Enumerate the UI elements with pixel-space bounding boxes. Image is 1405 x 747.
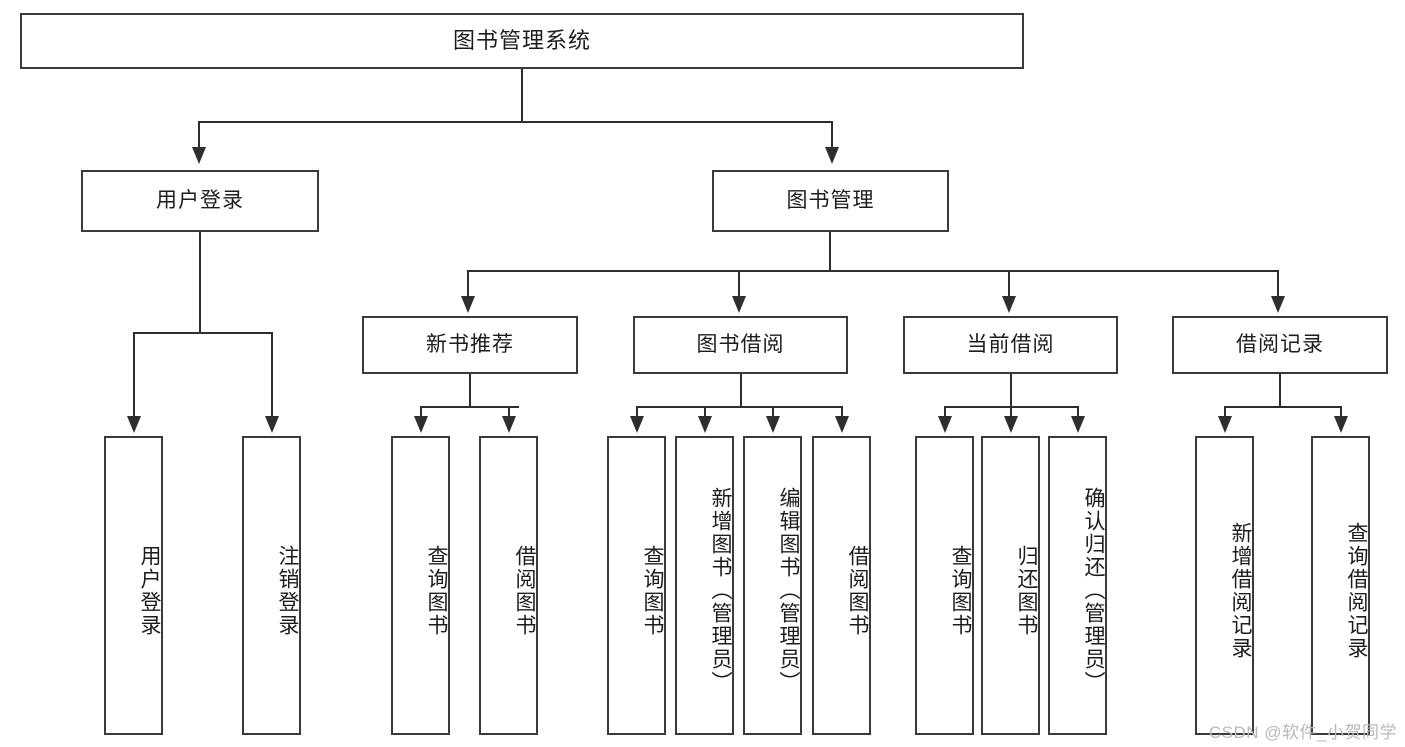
leaf-borrowrecord-query-record[interactable]: 查询借阅记录 — [1311, 436, 1370, 735]
connector-book-borrow-drop-2 — [704, 406, 706, 418]
connector-new-book-drop-1 — [420, 406, 422, 418]
connector-new-book-stem — [469, 374, 471, 407]
arrowhead-bookborrow-leaf-2 — [698, 416, 712, 433]
node-book-manage[interactable]: 图书管理 — [712, 170, 949, 232]
arrowhead-newbook-leaf-2 — [502, 416, 516, 433]
leaf-bookborrow-edit-book-admin[interactable]: 编辑图书（管理员） — [743, 436, 802, 735]
arrowhead-currentborrow-leaf-2 — [1004, 416, 1018, 433]
arrowhead-borrowrecord-leaf-1 — [1218, 416, 1232, 433]
leaf-logout[interactable]: 注销登录 — [242, 436, 301, 735]
connector-level1-drop-right — [831, 121, 833, 149]
arrowhead-currentborrow-leaf-1 — [938, 416, 952, 433]
arrowhead-to-leaf-user-login — [127, 416, 141, 433]
arrowhead-currentborrow-leaf-3 — [1071, 416, 1085, 433]
arrowhead-to-new-book-recommend — [461, 296, 475, 313]
connector-borrow-record-drop-1 — [1224, 406, 1226, 418]
leaf-currentborrow-query-book[interactable]: 查询图书 — [915, 436, 974, 735]
arrowhead-bookborrow-leaf-3 — [766, 416, 780, 433]
leaf-user-login[interactable]: 用户登录 — [104, 436, 163, 735]
leaf-bookborrow-add-book-admin[interactable]: 新增图书（管理员） — [675, 436, 734, 735]
arrowhead-bookborrow-leaf-4 — [835, 416, 849, 433]
arrowhead-to-book-borrow — [732, 296, 746, 313]
connector-book-borrow-drop-1 — [636, 406, 638, 418]
leaf-bookborrow-borrow-book[interactable]: 借阅图书 — [812, 436, 871, 735]
watermark-text: CSDN @软件_小贺同学 — [1208, 723, 1397, 742]
connector-book-manage-stem — [829, 232, 831, 271]
connector-user-login-drop-1 — [133, 332, 135, 418]
arrowhead-to-borrow-record — [1271, 296, 1285, 313]
connector-level1-bus — [198, 121, 833, 123]
arrowhead-to-current-borrow — [1002, 296, 1016, 313]
connector-book-borrow-drop-4 — [841, 406, 843, 418]
connector-level1-drop-left — [198, 121, 200, 149]
connector-current-borrow-stem — [1010, 374, 1012, 407]
connector-book-manage-drop-3 — [1008, 270, 1010, 298]
connector-new-book-drop-2 — [508, 406, 510, 418]
node-current-borrow[interactable]: 当前借阅 — [903, 316, 1118, 374]
leaf-currentborrow-confirm-return-admin[interactable]: 确认归还（管理员） — [1048, 436, 1107, 735]
node-user-login[interactable]: 用户登录 — [81, 170, 319, 232]
arrowhead-newbook-leaf-1 — [414, 416, 428, 433]
node-new-book-recommend[interactable]: 新书推荐 — [362, 316, 578, 374]
leaf-newbook-borrow-book[interactable]: 借阅图书 — [479, 436, 538, 735]
arrowhead-to-user-login — [192, 147, 206, 164]
arrowhead-to-leaf-logout — [265, 416, 279, 433]
connector-current-borrow-drop-3 — [1077, 406, 1079, 418]
connector-new-book-bus — [420, 406, 519, 408]
connector-borrow-record-bus — [1224, 406, 1341, 408]
connector-book-manage-drop-4 — [1277, 270, 1279, 298]
connector-book-borrow-stem — [740, 374, 742, 407]
leaf-bookborrow-query-book[interactable]: 查询图书 — [607, 436, 666, 735]
node-borrow-record[interactable]: 借阅记录 — [1172, 316, 1388, 374]
connector-user-login-drop-2 — [271, 332, 273, 418]
leaf-newbook-query-book[interactable]: 查询图书 — [391, 436, 450, 735]
node-root-system[interactable]: 图书管理系统 — [20, 13, 1024, 69]
connector-book-borrow-drop-3 — [772, 406, 774, 418]
connector-book-manage-bus — [467, 270, 1278, 272]
connector-book-manage-drop-1 — [467, 270, 469, 298]
connector-book-manage-drop-2 — [738, 270, 740, 298]
connector-borrow-record-drop-2 — [1340, 406, 1342, 418]
connector-borrow-record-stem — [1279, 374, 1281, 407]
leaf-borrowrecord-add-record[interactable]: 新增借阅记录 — [1195, 436, 1254, 735]
connector-user-login-bus — [133, 332, 272, 334]
node-book-borrow[interactable]: 图书借阅 — [633, 316, 848, 374]
leaf-currentborrow-return-book[interactable]: 归还图书 — [981, 436, 1040, 735]
connector-current-borrow-drop-2 — [1010, 406, 1012, 418]
arrowhead-bookborrow-leaf-1 — [630, 416, 644, 433]
connector-book-borrow-bus — [636, 406, 842, 408]
arrowhead-borrowrecord-leaf-2 — [1334, 416, 1348, 433]
connector-root-stem — [521, 69, 523, 122]
arrowhead-to-book-manage — [825, 147, 839, 164]
connector-user-login-stem — [199, 232, 201, 333]
connector-current-borrow-drop-1 — [944, 406, 946, 418]
